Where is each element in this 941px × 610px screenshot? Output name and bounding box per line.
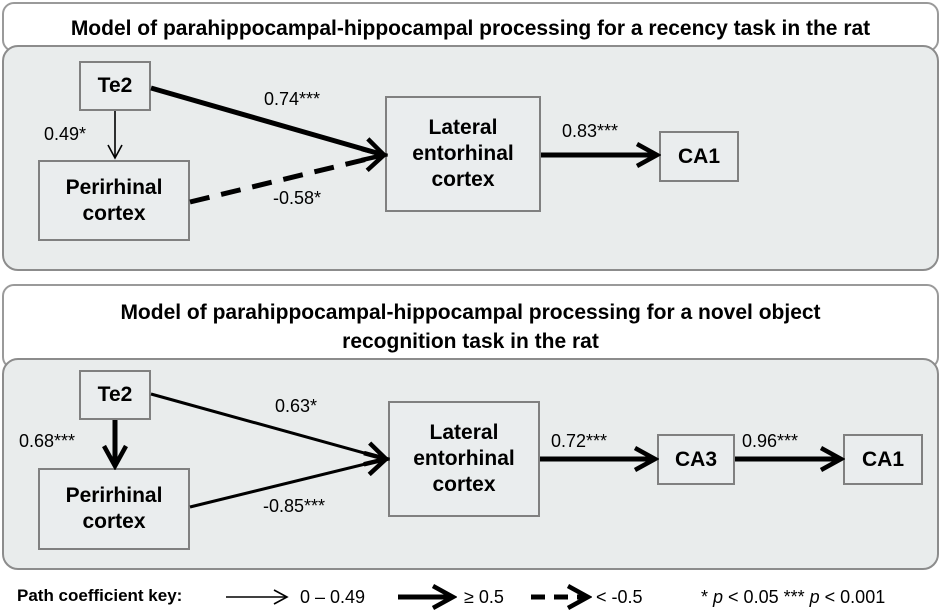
panel2-node-perirhinal: Perirhinal cortex: [38, 468, 190, 550]
panel2-node-te2-label: Te2: [97, 383, 133, 406]
panel2-title-line1: Model of parahippocampal-hippocampal pro…: [120, 301, 821, 324]
key-dashed-label: < -0.5: [596, 587, 643, 607]
key-thick-label: ≥ 0.5: [464, 587, 504, 607]
panel2-arrow-perirhinal-lateral: [189, 459, 386, 509]
panel1-perirhinal-line2: cortex: [82, 201, 146, 225]
panel2-title-line2: recognition task in the rat: [342, 330, 599, 353]
panel1-node-te2: Te2: [79, 61, 151, 111]
key-sig-p2: p: [809, 587, 820, 607]
panel1-edge-label-te2-perirhinal: 0.49*: [44, 124, 87, 144]
panel1-arrow-perirhinal-lateral: [189, 155, 384, 205]
panel1-arrow-te2-lateral: [150, 85, 384, 155]
key-sig-star3: ***: [783, 587, 805, 607]
panel1-node-ca1-label: CA1: [677, 144, 720, 168]
key-sig-text1: < 0.05: [723, 587, 784, 607]
panel2-edge-label-perirhinal-lateral: -0.85***: [263, 496, 326, 516]
panel2-edge-label-ca3-ca1: 0.96***: [742, 431, 799, 451]
panel1-lateral-line3: cortex: [431, 168, 495, 191]
key-sig-p1: p: [713, 587, 724, 607]
panel1-lateral-line1: Lateral: [428, 116, 498, 139]
panel2-edge-label-te2-perirhinal: 0.68***: [19, 431, 76, 451]
panel2-node-te2: Te2: [79, 370, 151, 420]
panel2-edge-label-lateral-ca3: 0.72***: [551, 431, 608, 451]
key-title: Path coefficient key:: [17, 586, 183, 605]
key-thin-label: 0 – 0.49: [300, 587, 366, 607]
panel2-node-ca1: CA1: [843, 434, 923, 485]
panel2-lateral-line1: Lateral: [429, 421, 499, 444]
panel1-node-ca1: CA1: [659, 131, 739, 182]
panel1-node-perirhinal: Perirhinal cortex: [38, 160, 190, 241]
panel2-lateral-line3: cortex: [432, 473, 496, 496]
panel2-arrow-te2-lateral: [150, 392, 386, 459]
panel1-edge-label-lateral-ca1: 0.83***: [562, 121, 619, 141]
panel1-edge-label-perirhinal-lateral: -0.58*: [273, 188, 322, 208]
panel1-node-lateral-entorhinal: Lateral entorhinal cortex: [385, 96, 541, 212]
panel2-title-box: Model of parahippocampal-hippocampal pro…: [2, 284, 939, 369]
panel2-node-lateral-entorhinal: Lateral entorhinal cortex: [388, 401, 540, 517]
panel1-title: Model of parahippocampal-hippocampal pro…: [70, 17, 871, 40]
key-sig-star1: *: [701, 587, 709, 607]
panel1-lateral-line2: entorhinal: [412, 142, 514, 165]
panel2-node-ca3: CA3: [657, 434, 735, 485]
panel2-node-ca1-label: CA1: [861, 447, 904, 471]
panel1-perirhinal-line1: Perirhinal: [65, 175, 163, 199]
panel1-node-te2-label: Te2: [97, 74, 133, 97]
panel2-perirhinal-line2: cortex: [82, 510, 146, 533]
panel1-title-box: Model of parahippocampal-hippocampal pro…: [2, 2, 939, 52]
panel2-edge-label-te2-lateral: 0.63*: [275, 396, 318, 416]
key-sig-text2: < 0.001: [819, 587, 886, 607]
panel2-node-ca3-label: CA3: [674, 447, 717, 471]
panel2-lateral-line2: entorhinal: [413, 447, 515, 470]
panel1-edge-label-te2-lateral: 0.74***: [264, 89, 321, 109]
key-significance: * p < 0.05 *** p < 0.001: [701, 586, 885, 608]
panel2-perirhinal-line1: Perirhinal: [65, 484, 163, 507]
